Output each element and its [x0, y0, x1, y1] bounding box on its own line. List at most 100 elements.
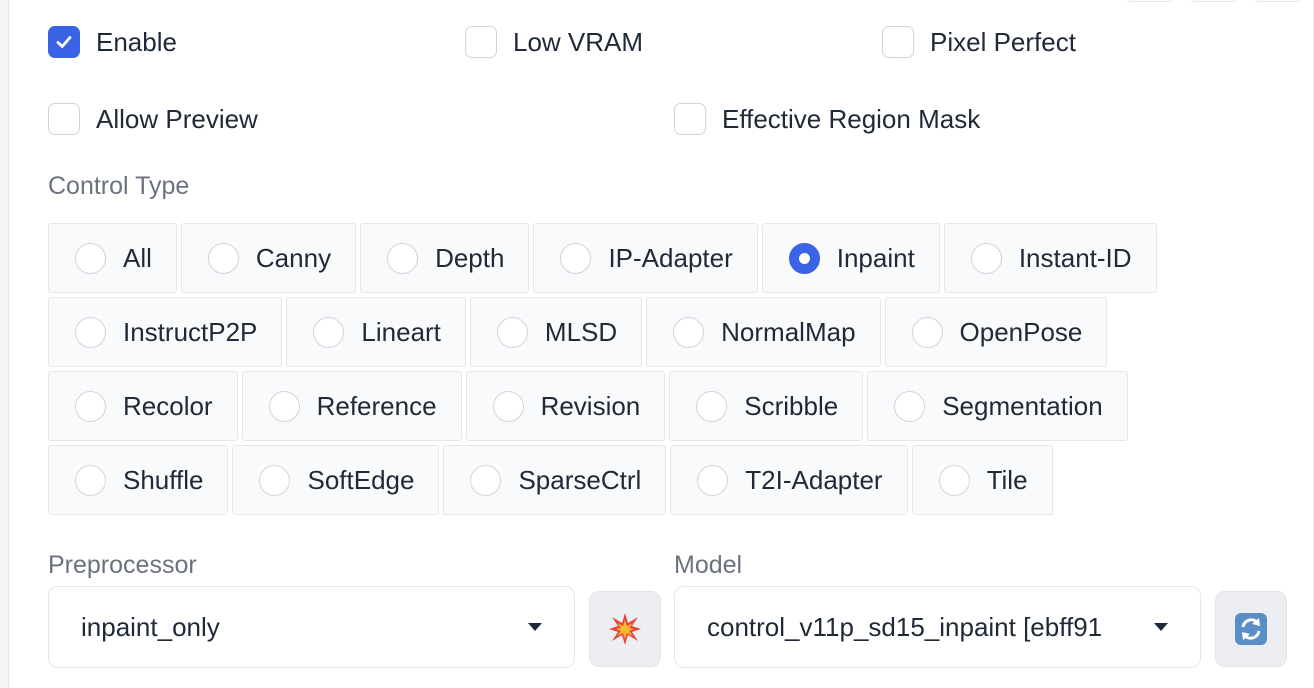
- radio-button[interactable]: [788, 242, 820, 274]
- control-type-option-label: SoftEdge: [307, 464, 415, 495]
- control-type-option-label: MLSD: [544, 316, 618, 347]
- control-type-option-shuffle[interactable]: Shuffle: [48, 445, 229, 515]
- radio-button[interactable]: [696, 390, 728, 422]
- top-buttons-partial: [1125, 0, 1303, 2]
- model-dropdown[interactable]: control_v11p_sd15_inpaint [ebff91: [674, 586, 1201, 668]
- control-type-option-label: OpenPose: [959, 316, 1083, 347]
- control-type-option-recolor[interactable]: Recolor: [48, 371, 238, 441]
- control-type-option-softedge[interactable]: SoftEdge: [232, 445, 440, 515]
- refresh-icon: [1235, 613, 1267, 645]
- control-type-option-label: Canny: [255, 242, 332, 273]
- radio-button[interactable]: [911, 316, 943, 348]
- radio-button[interactable]: [673, 316, 705, 348]
- model-label: Model: [674, 551, 743, 579]
- radio-button[interactable]: [75, 242, 106, 274]
- control-type-option-label: All: [123, 242, 152, 273]
- effective-region-mask-label: Effective Region Mask: [722, 103, 981, 134]
- radio-button[interactable]: [697, 464, 729, 496]
- low-vram-checkbox[interactable]: Low VRAM: [465, 26, 643, 58]
- preprocessor-dropdown[interactable]: inpaint_only: [48, 586, 575, 668]
- radio-button[interactable]: [259, 464, 291, 496]
- control-type-option-label: Inpaint: [836, 242, 915, 273]
- control-type-option-label: NormalMap: [721, 316, 856, 347]
- effective-region-mask-check-box[interactable]: [674, 103, 706, 135]
- pixel-perfect-checkbox[interactable]: Pixel Perfect: [882, 26, 1076, 58]
- radio-button[interactable]: [470, 464, 502, 496]
- top-button-stub[interactable]: [1189, 0, 1239, 2]
- control-type-option-label: Instant-ID: [1018, 242, 1132, 273]
- control-type-option-label: Tile: [986, 464, 1028, 495]
- low-vram-check-box[interactable]: [465, 26, 497, 58]
- control-type-option-label: Lineart: [361, 316, 441, 347]
- control-type-option-depth[interactable]: Depth: [360, 223, 530, 293]
- radio-button[interactable]: [938, 464, 970, 496]
- radio-button[interactable]: [387, 242, 419, 274]
- control-type-row: InstructP2P Lineart MLSD NormalMap OpenPose: [48, 297, 1288, 367]
- radio-button[interactable]: [894, 390, 926, 422]
- control-type-row: Shuffle SoftEdge SparseCtrl T2I-Adapter Tile: [48, 445, 1288, 515]
- chevron-down-icon: [1154, 623, 1168, 631]
- control-type-option-segmentation[interactable]: Segmentation: [867, 371, 1128, 441]
- allow-preview-checkbox[interactable]: Allow Preview: [48, 103, 258, 135]
- control-type-option-tile[interactable]: Tile: [911, 445, 1053, 515]
- preprocessor-value: inpaint_only: [81, 611, 220, 642]
- allow-preview-check-box[interactable]: [48, 103, 80, 135]
- pixel-perfect-label: Pixel Perfect: [930, 26, 1076, 57]
- radio-button[interactable]: [560, 242, 592, 274]
- chevron-down-icon: [528, 623, 542, 631]
- effective-region-mask-checkbox[interactable]: Effective Region Mask: [674, 103, 980, 135]
- control-type-option-normalmap[interactable]: NormalMap: [646, 297, 881, 367]
- model-value: control_v11p_sd15_inpaint [ebff91: [707, 611, 1103, 642]
- control-type-option-ip-adapter[interactable]: IP-Adapter: [533, 223, 758, 293]
- enable-check-box[interactable]: [48, 26, 80, 58]
- control-type-option-label: Recolor: [123, 390, 213, 421]
- radio-button[interactable]: [207, 242, 239, 274]
- explosion-icon: [609, 613, 641, 645]
- control-type-option-label: SparseCtrl: [518, 464, 642, 495]
- control-type-option-label: Shuffle: [123, 464, 204, 495]
- radio-button[interactable]: [313, 316, 345, 348]
- control-type-option-label: Segmentation: [942, 390, 1103, 421]
- control-type-label: Control Type: [48, 172, 190, 200]
- radio-button[interactable]: [75, 464, 106, 496]
- low-vram-label: Low VRAM: [513, 26, 644, 57]
- control-type-option-reference[interactable]: Reference: [241, 371, 462, 441]
- control-type-option-label: Revision: [540, 390, 641, 421]
- run-preprocessor-button[interactable]: [589, 591, 661, 667]
- control-type-option-label: InstructP2P: [123, 316, 258, 347]
- control-type-option-label: Reference: [316, 390, 437, 421]
- pixel-perfect-check-box[interactable]: [882, 26, 914, 58]
- radio-button[interactable]: [496, 316, 528, 348]
- control-type-option-lineart[interactable]: Lineart: [286, 297, 466, 367]
- enable-label: Enable: [96, 26, 177, 57]
- control-type-option-instant-id[interactable]: Instant-ID: [943, 223, 1157, 293]
- control-type-option-canny[interactable]: Canny: [180, 223, 357, 293]
- refresh-models-button[interactable]: [1215, 591, 1287, 667]
- control-type-option-sparsectrl[interactable]: SparseCtrl: [443, 445, 667, 515]
- enable-checkbox[interactable]: Enable: [48, 26, 177, 58]
- top-button-stub[interactable]: [1125, 0, 1175, 2]
- top-button-stub[interactable]: [1253, 0, 1303, 2]
- preprocessor-label: Preprocessor: [48, 551, 197, 579]
- control-type-option-revision[interactable]: Revision: [465, 371, 666, 441]
- radio-button[interactable]: [75, 390, 106, 422]
- control-type-row: Recolor Reference Revision Scribble Segmenta…: [48, 371, 1288, 441]
- radio-button[interactable]: [75, 316, 106, 348]
- checkmark-icon: [56, 36, 72, 48]
- left-frame: [0, 0, 8, 688]
- control-type-option-openpose[interactable]: OpenPose: [884, 297, 1108, 367]
- control-type-option-label: T2I-Adapter: [745, 464, 883, 495]
- control-type-option-inpaint[interactable]: Inpaint: [761, 223, 940, 293]
- control-type-option-mlsd[interactable]: MLSD: [469, 297, 643, 367]
- radio-button[interactable]: [970, 242, 1002, 274]
- control-type-option-t2i-adapter[interactable]: T2I-Adapter: [670, 445, 908, 515]
- radio-button[interactable]: [492, 390, 524, 422]
- control-type-option-instructp2p[interactable]: InstructP2P: [48, 297, 283, 367]
- control-type-option-all[interactable]: All: [48, 223, 177, 293]
- allow-preview-label: Allow Preview: [96, 103, 258, 134]
- control-type-option-label: Scribble: [744, 390, 839, 421]
- radio-button[interactable]: [268, 390, 300, 422]
- control-type-option-scribble[interactable]: Scribble: [669, 371, 864, 441]
